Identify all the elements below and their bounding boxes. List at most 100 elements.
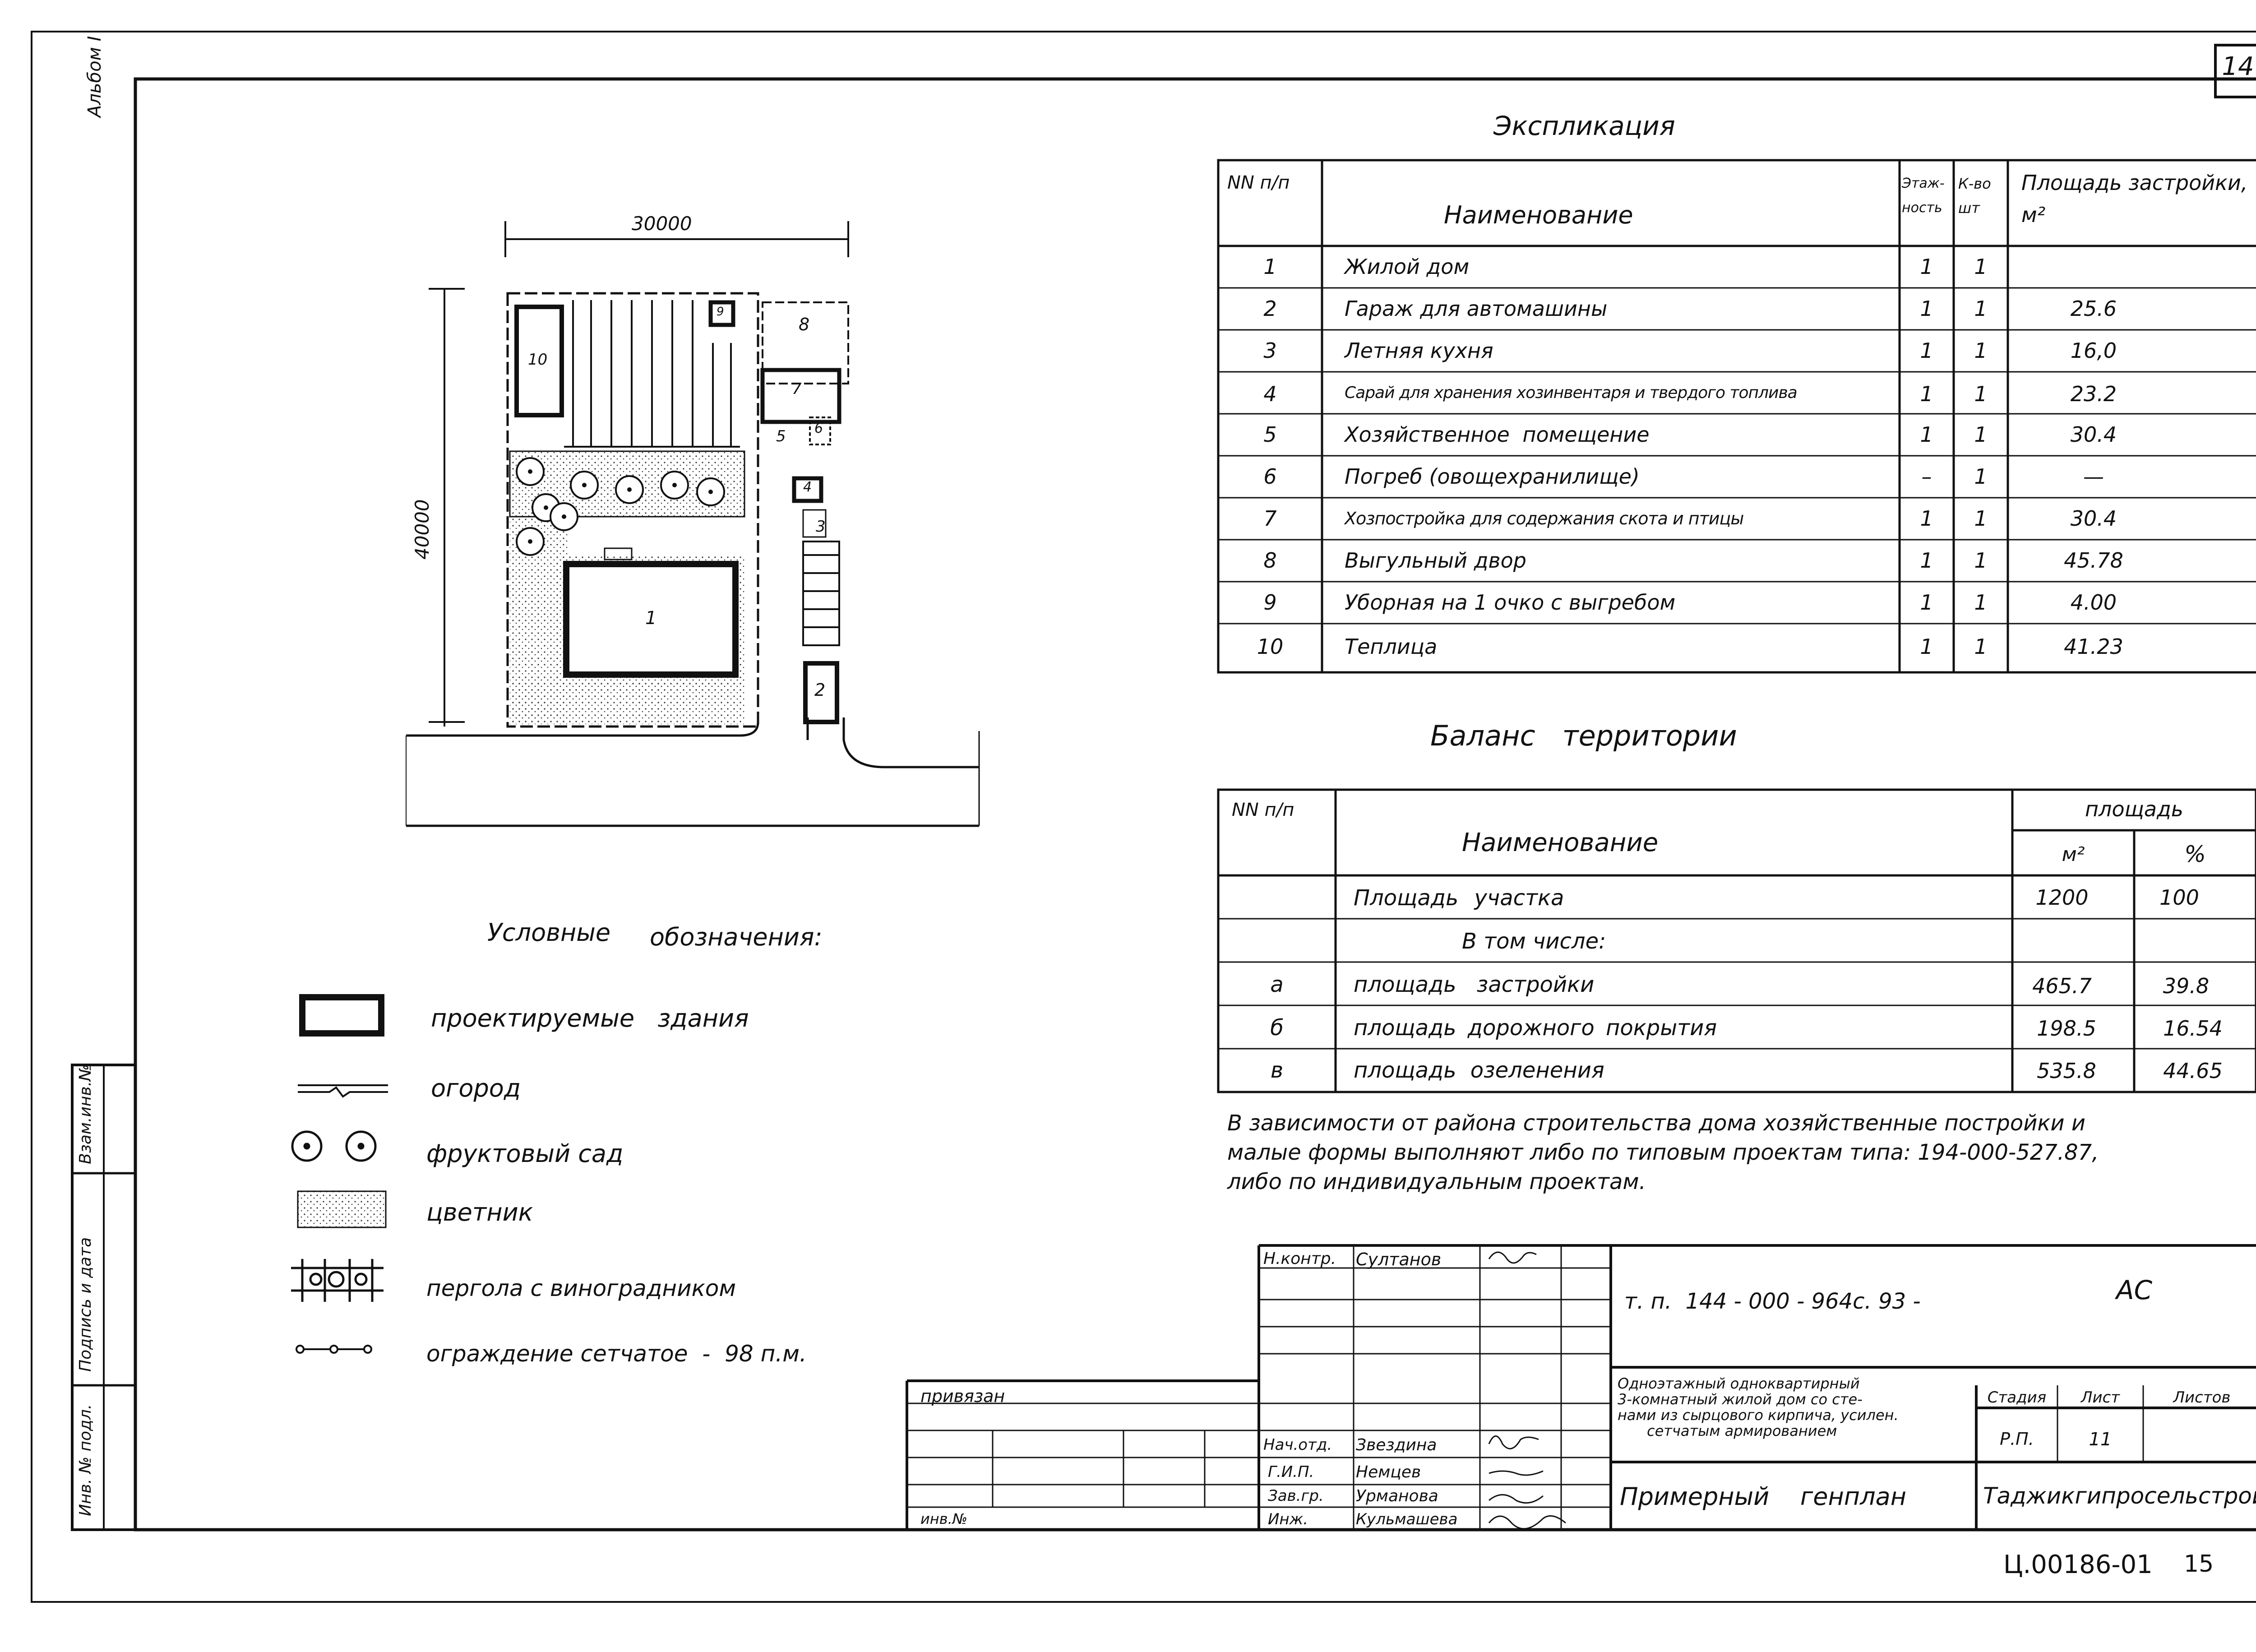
table-row-num: а	[1270, 972, 1284, 997]
staff-name-2: Немцев	[1356, 1463, 1421, 1481]
table-row-name: Площадь участка	[1354, 885, 1564, 911]
note-line-2: малые формы выполняют либо по типовым пр…	[1227, 1140, 2099, 1165]
legend-label-flowerbed: цветник	[426, 1198, 533, 1226]
table-row-name: Выгульный двор	[1345, 548, 1526, 573]
table-row-name: В том числе:	[1462, 929, 1606, 954]
explication-title: Экспликация	[1493, 111, 1675, 141]
plan-label-3: 3	[816, 518, 826, 536]
table-row-count: 1	[1974, 590, 1988, 615]
sheets-label: Листов	[2173, 1388, 2231, 1407]
orchard-icon	[291, 1130, 377, 1162]
legend-title-b: обозначения:	[650, 923, 823, 951]
balance-header-num: NN п/п	[1232, 800, 1294, 820]
table-row-num: 1	[1263, 255, 1277, 279]
table-row-area: 41.23	[2064, 634, 2123, 659]
table-row-m2: 198.5	[2037, 1016, 2096, 1041]
table-row-area: 45.78	[2064, 548, 2123, 573]
table-row-area: —	[2083, 464, 2104, 489]
table-row-name: Летняя кухня	[1345, 338, 1493, 363]
table-row-count: 1	[1974, 338, 1988, 363]
staff-name-3: Урманова	[1356, 1487, 1438, 1505]
legend-label-garden: огород	[431, 1074, 521, 1102]
legend-label-fence: ограждение сетчатое - 98 п.м.	[426, 1341, 807, 1367]
staff-name-4: Кульмашева	[1356, 1510, 1458, 1528]
staff-role-3: Зав.гр.	[1268, 1487, 1324, 1505]
organization: Таджикгипросельстрой	[1983, 1483, 2256, 1509]
table-row-area: 30.4	[2070, 422, 2117, 447]
building-icon	[299, 994, 384, 1037]
legend-label-buildings: проектируемые здания	[431, 1004, 749, 1032]
dim-width: 30000	[632, 213, 692, 235]
description-line-3: нами из сырцового кирпича, усилен.	[1618, 1407, 1899, 1424]
balance-header-pct: %	[2184, 841, 2206, 867]
stage-value: Р.П.	[2000, 1429, 2034, 1449]
inv-label: инв.№	[920, 1510, 968, 1527]
legend-title-a: Условные	[487, 918, 611, 947]
table-row-m2: 535.8	[2037, 1059, 2096, 1083]
balance-header-m2: м²	[2062, 843, 2085, 866]
page-number: 14	[2222, 52, 2254, 81]
balance-header-name: Наименование	[1462, 828, 1659, 857]
balance-title: Баланс территории	[1430, 719, 1737, 752]
table-row-area: 30.4	[2070, 506, 2117, 531]
table-row-floors: 1	[1920, 382, 1933, 406]
privyazan-label: привязан	[920, 1386, 1005, 1406]
table-row-area: 16,0	[2070, 338, 2117, 363]
table-row-count: 1	[1974, 506, 1988, 531]
table-row-count: 1	[1974, 634, 1988, 659]
table-row-pct: 100	[2159, 885, 2199, 910]
plan-label-7: 7	[792, 380, 802, 398]
table-row-name: Погреб (овощехранилище)	[1345, 464, 1640, 489]
explication-header-name: Наименование	[1444, 201, 1633, 229]
staff-role-2: Г.И.П.	[1268, 1463, 1314, 1481]
note-line-1: В зависимости от района строительства до…	[1227, 1111, 2086, 1136]
table-row-floors: –	[1921, 464, 1932, 489]
explication-header-area: Площадь застройки, м²	[2021, 171, 2248, 227]
plan-label-6: 6	[814, 421, 823, 436]
table-row-name: Хозяйственное помещение	[1345, 422, 1650, 447]
table-row-num: 2	[1263, 296, 1277, 321]
stage-label: Стадия	[1987, 1388, 2047, 1407]
table-row-name: Теплица	[1345, 634, 1438, 659]
flowerbed-icon	[297, 1190, 387, 1228]
designation: т. п. 144 - 000 - 964с. 93 -	[1624, 1289, 1921, 1314]
table-row-floors: 1	[1920, 590, 1933, 615]
table-row-m2: 1200	[2035, 885, 2089, 910]
table-row-num: 9	[1263, 590, 1277, 615]
plan-label-2: 2	[814, 680, 826, 700]
legend-label-pergola: пергола с виноградником	[426, 1275, 736, 1301]
plan-label-8: 8	[799, 315, 810, 334]
table-row-count: 1	[1974, 255, 1988, 279]
sheet-label: Лист	[2080, 1388, 2120, 1407]
table-row-area: 25.6	[2070, 296, 2117, 321]
table-row-count: 1	[1974, 464, 1988, 489]
description-line-2: 3-комнатный жилой дом со сте-	[1618, 1391, 1863, 1408]
plan-label-10: 10	[528, 351, 548, 369]
table-row-num: б	[1270, 1015, 1284, 1041]
footer-page: 15	[2184, 1550, 2214, 1578]
plan-label-9: 9	[717, 305, 724, 319]
table-row-count: 1	[1974, 548, 1988, 573]
staff-role-1: Нач.отд.	[1263, 1436, 1332, 1454]
table-row-num: 5	[1263, 422, 1277, 447]
table-row-name: площадь застройки	[1354, 972, 1595, 997]
explication-header-floors: Этаж-ность	[1902, 176, 1945, 216]
garden-icon	[298, 1084, 388, 1098]
table-row-num: 8	[1263, 548, 1277, 573]
balance-header-area: площадь	[2085, 797, 2184, 821]
sheet-code: АС	[2116, 1275, 2153, 1305]
table-row-pct: 16.54	[2163, 1016, 2223, 1041]
staff-name-1: Звездина	[1356, 1436, 1437, 1454]
table-row-floors: 1	[1920, 506, 1933, 531]
explication-header-num: NN п/п	[1227, 172, 1290, 193]
table-row-num: 4	[1263, 382, 1277, 406]
pergola-icon	[291, 1259, 384, 1302]
sheet-value: 11	[2089, 1429, 2112, 1450]
description-line-1: Одноэтажный одноквартирный	[1618, 1375, 1860, 1392]
table-row-num: 6	[1263, 464, 1277, 489]
table-row-count: 1	[1974, 422, 1988, 447]
